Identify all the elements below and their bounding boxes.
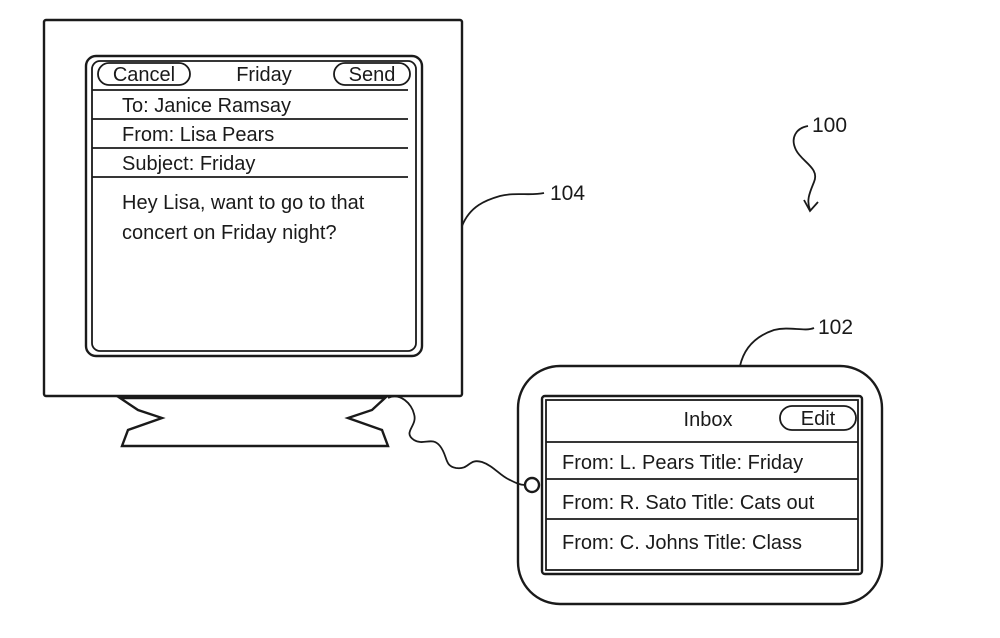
inbox-message-item[interactable]: From: R. Sato Title: Cats out	[562, 492, 815, 514]
edit-button[interactable]	[779, 405, 857, 431]
connecting-cable	[387, 395, 526, 486]
connector-port	[523, 476, 541, 494]
monitor-screen	[84, 54, 424, 358]
email-title: Friday	[236, 64, 292, 86]
monitor-stand	[116, 396, 390, 448]
cancel-button-label: Cancel	[113, 64, 175, 86]
monitor-screen-inner	[91, 60, 417, 352]
to-field[interactable]: To: Janice Ramsay	[122, 95, 291, 117]
leader-line-102	[739, 327, 815, 367]
from-field[interactable]: From: Lisa Pears	[122, 124, 274, 146]
leader-line-104	[461, 192, 545, 227]
inbox-message-item[interactable]: From: C. Johns Title: Class	[562, 532, 802, 554]
handheld-screen	[540, 394, 864, 576]
reference-label-102: 102	[818, 316, 853, 339]
handheld-screen-inner	[545, 399, 859, 571]
message-body-line: Hey Lisa, want to go to that	[122, 192, 365, 214]
reference-label-104: 104	[550, 182, 585, 205]
send-button[interactable]	[333, 62, 411, 86]
inbox-message-item[interactable]: From: L. Pears Title: Friday	[562, 452, 803, 474]
cancel-button[interactable]	[97, 62, 191, 86]
handheld-device: Inbox Edit From: L. Pears Title: Friday …	[516, 364, 884, 606]
monitor: Cancel Friday Send To: Janice Ramsay Fro…	[42, 18, 464, 448]
edit-button-label: Edit	[801, 408, 836, 430]
message-body-line: concert on Friday night?	[122, 222, 337, 244]
send-button-label: Send	[349, 64, 396, 86]
inbox-title: Inbox	[684, 409, 733, 431]
arrowhead-icon	[803, 199, 819, 213]
leader-arrow-100	[792, 125, 817, 211]
reference-label-100: 100	[812, 114, 847, 137]
subject-field[interactable]: Subject: Friday	[122, 153, 255, 175]
